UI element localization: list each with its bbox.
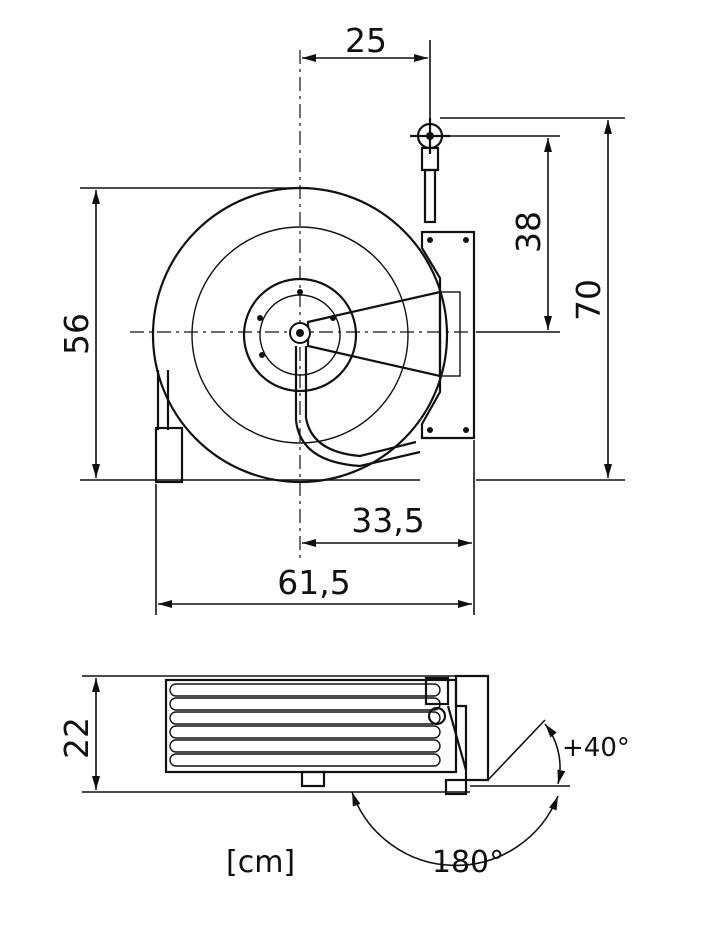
front-view: [130, 50, 476, 560]
units-label: [cm]: [226, 845, 295, 880]
hub-bolt-top: [297, 289, 303, 295]
wall-bracket: [420, 230, 476, 440]
hose-outlet-curve: [294, 346, 421, 468]
reel-drum-inner-ring: [191, 226, 409, 444]
dim-width-hub-to-wall-label: 33,5: [351, 501, 424, 540]
dim-height-left-label: 56: [57, 313, 96, 355]
outlet-stub: [300, 770, 326, 788]
hub-bolt-bottom: [259, 352, 265, 358]
dim-height-right-inner-label: 38: [509, 211, 548, 253]
hub-bolt-left: [257, 315, 263, 321]
dim-width-overall: 61,5: [155, 484, 472, 615]
tilt-reference-line: [487, 719, 546, 781]
swivel-joint-ring: [427, 706, 447, 726]
dim-width-top: 25: [302, 21, 431, 120]
top-view: +40° 180°: [82, 674, 630, 880]
dim-height-right-inner: 38: [438, 135, 560, 333]
swivel-joint: [424, 676, 450, 706]
bracket-screw-top-right: [463, 237, 469, 243]
tilt-arc: [544, 723, 566, 785]
hose-nozzle: [154, 426, 184, 484]
swivel-angle-label: 180°: [432, 845, 504, 880]
dim-width-hub-to-wall: 33,5: [302, 440, 475, 615]
dim-height-right-outer: 70: [440, 117, 625, 481]
reel-hub-outer: [242, 277, 358, 393]
dim-width-overall-label: 61,5: [277, 563, 350, 602]
wall-bracket-side: [454, 674, 490, 782]
swivel-arc: [351, 791, 559, 867]
bracket-screw-bottom-right: [463, 427, 469, 433]
wall-bracket-plate: [439, 291, 461, 377]
dim-height-left: 56: [57, 187, 420, 481]
supply-hose: [423, 168, 437, 224]
axle-center: [296, 329, 304, 337]
hose-outlet-curve-inner: [304, 346, 417, 458]
hose-coils: [169, 683, 441, 767]
dim-depth: 22: [57, 678, 100, 790]
supply-valve: [410, 118, 450, 224]
tilt-angle-label: +40°: [562, 733, 630, 763]
bracket-screw-bottom-left: [427, 427, 433, 433]
dim-height-right-outer-label: 70: [569, 279, 608, 321]
dim-depth-label: 22: [57, 717, 96, 759]
dim-width-top-label: 25: [345, 21, 387, 60]
bracket-diagonal: [446, 705, 468, 771]
bracket-screw-top-left: [427, 237, 433, 243]
